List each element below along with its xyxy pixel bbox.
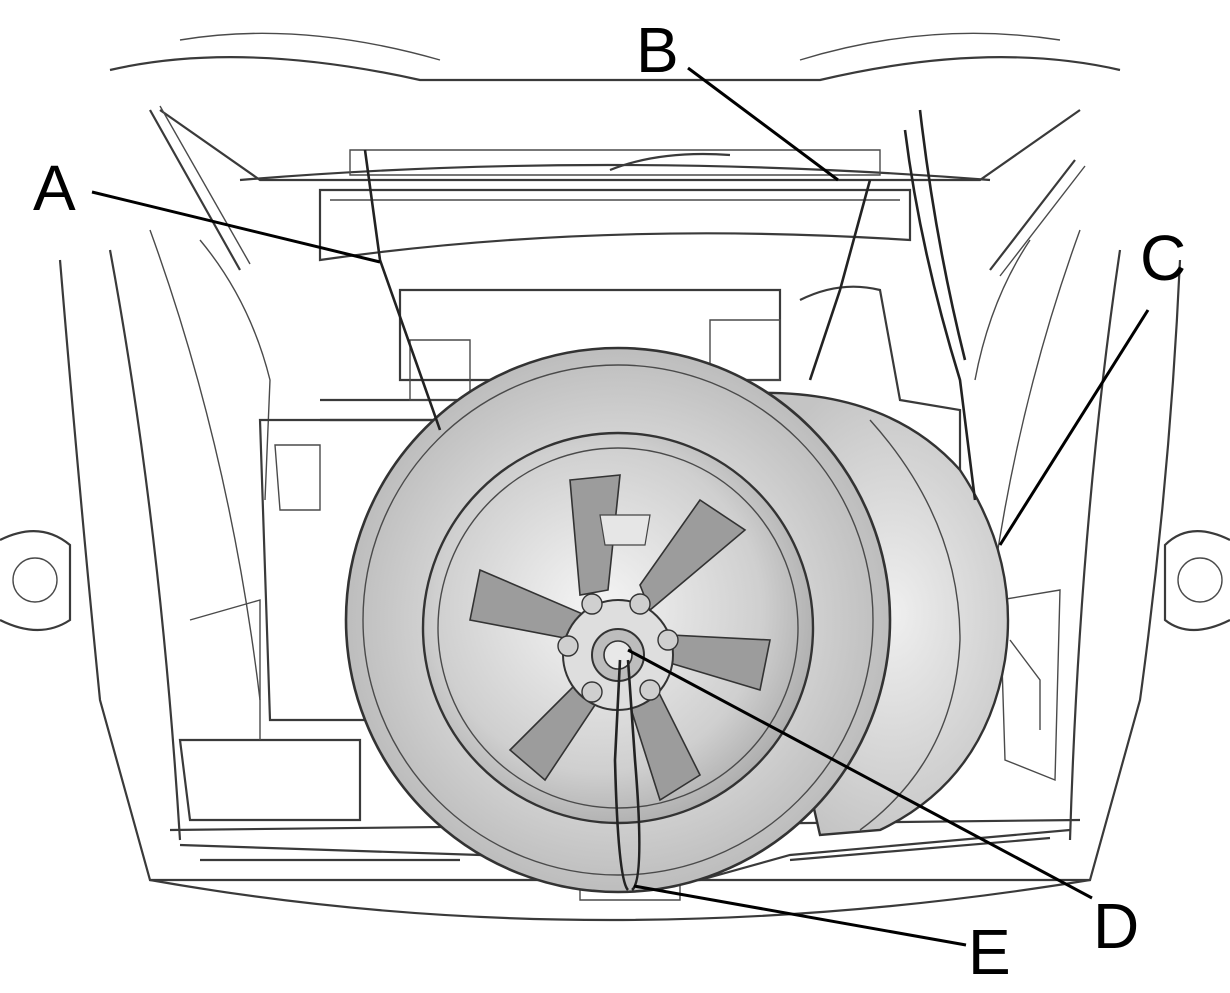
callout-leaders (91, 66, 1150, 947)
spare-tire-wheel (344, 346, 892, 894)
retaining-cables (363, 109, 977, 892)
callout-label-a: A (33, 152, 76, 224)
callout-label-c: C (1140, 222, 1186, 294)
leader-line-c (998, 309, 1150, 546)
callout-label-e: E (968, 916, 1011, 988)
leader-line-d (627, 648, 1093, 900)
leader-line-b (687, 66, 839, 182)
callout-label-b: B (636, 14, 679, 86)
leader-line-e (633, 884, 967, 947)
callout-label-d: D (1093, 890, 1139, 962)
callout-labels: A B C D E (33, 14, 1186, 988)
leader-line-a (91, 190, 381, 264)
